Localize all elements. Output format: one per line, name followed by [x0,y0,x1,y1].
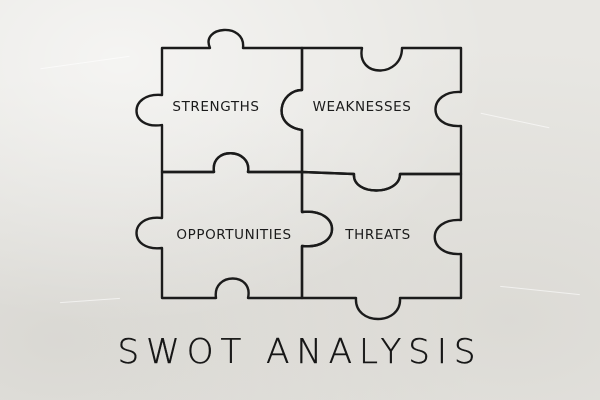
label-threats: THREATS [345,227,411,243]
puzzle-piece-threats [300,170,463,321]
puzzle-piece-weaknesses [280,46,463,192]
page-title: SWOT ANALYSIS [117,332,483,372]
label-strengths: STRENGTHS [172,99,260,115]
label-opportunities: OPPORTUNITIES [176,227,292,243]
label-weaknesses: WEAKNESSES [312,99,412,115]
